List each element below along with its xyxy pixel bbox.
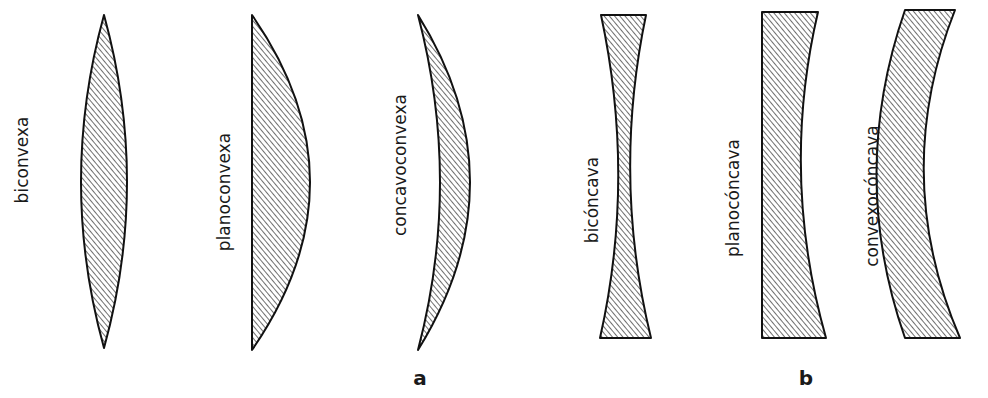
lens-name: convexocóncava	[864, 125, 881, 266]
concavoconvex-lens	[418, 15, 470, 350]
biconcave-lens	[600, 15, 651, 338]
lens-name: bicóncava	[584, 157, 601, 243]
lens-name: concavoconvexa	[392, 94, 409, 236]
biconvex-lens	[81, 15, 127, 348]
lens-name: planoconvexa	[216, 133, 233, 251]
group-letter: b	[799, 368, 813, 388]
convexoconcave-lens	[877, 10, 961, 338]
lens-name: planocóncava	[725, 139, 742, 257]
lens-name: biconvexa	[14, 117, 31, 204]
planoconcave-lens	[762, 12, 826, 338]
group-letter: a	[413, 368, 427, 388]
planoconvex-lens	[252, 15, 310, 350]
